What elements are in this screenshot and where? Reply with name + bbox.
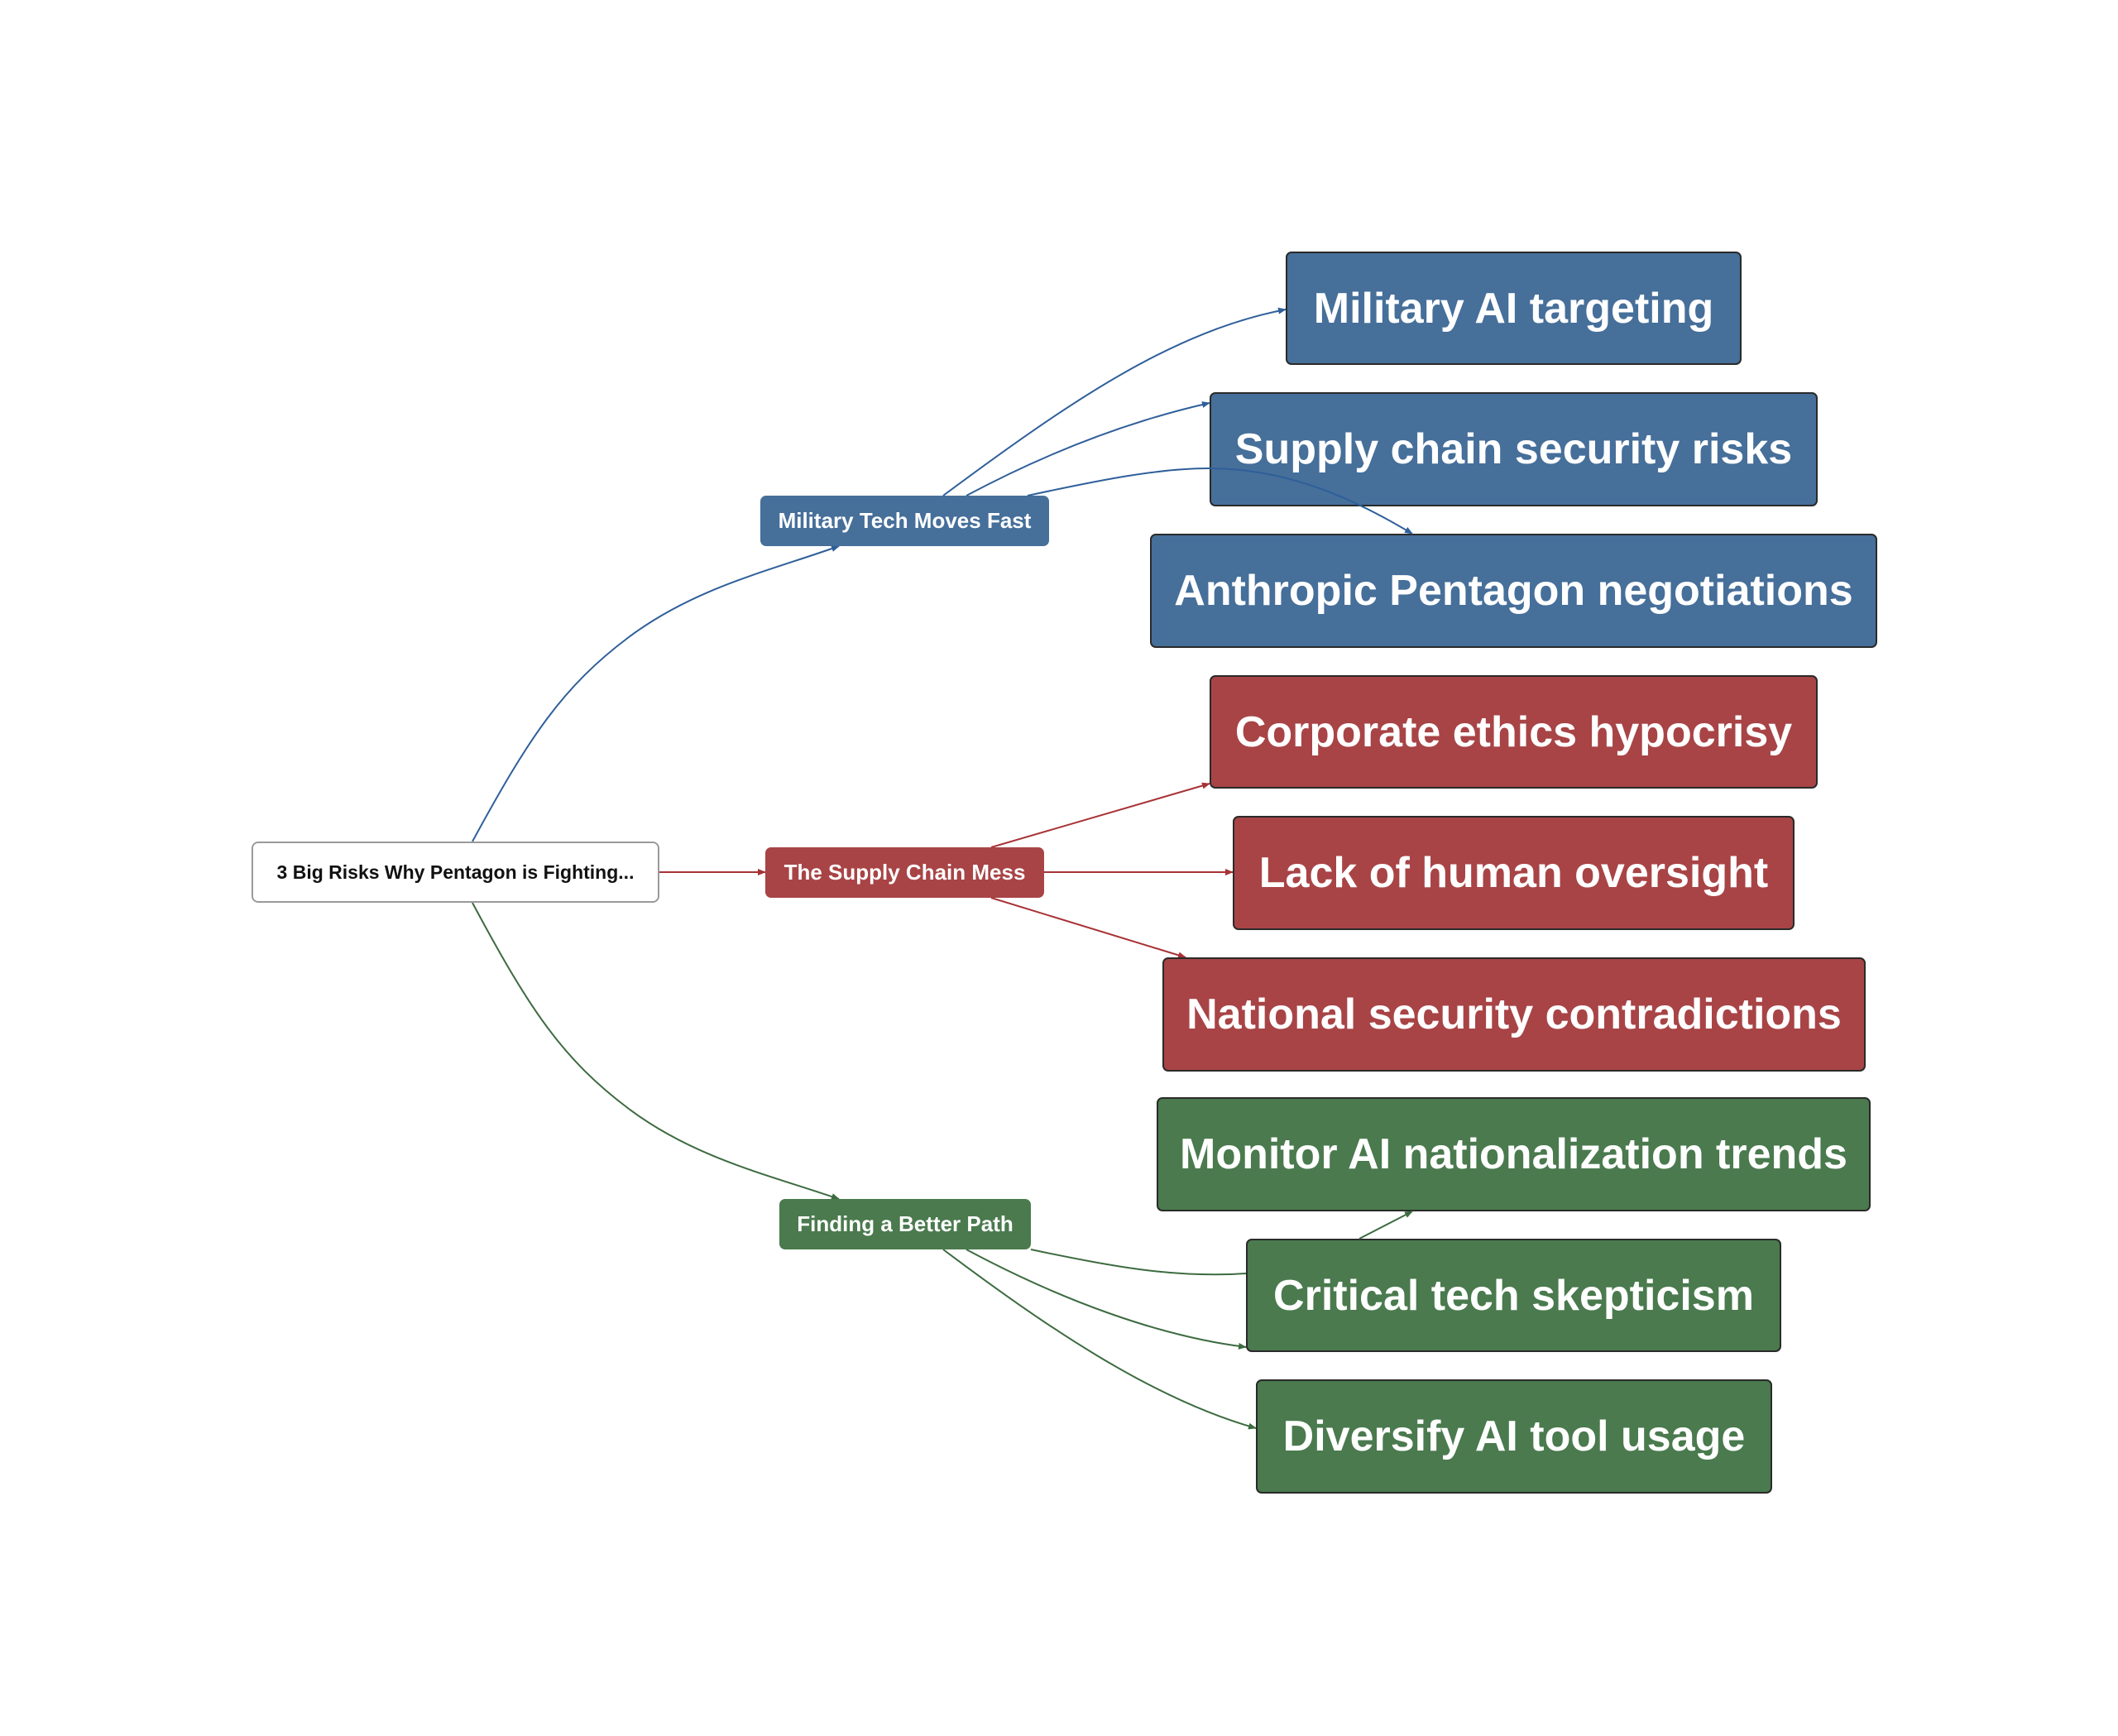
branch-node-label: Military Tech Moves Fast [778,508,1032,533]
edge-supply-to-ethics [990,782,1210,848]
leaf-node-label: Anthropic Pentagon negotiations [1174,567,1853,615]
edge-military-to-ai-targeting [942,307,1287,496]
edge-path-to-diversify [942,1249,1257,1430]
edge-path-to-nationalization-start [1030,1249,1247,1276]
branch-node-label: Finding a Better Path [797,1211,1013,1236]
branch-node-better-path[interactable]: Finding a Better Path [779,1199,1031,1249]
edge-path-to-skepticism [966,1249,1247,1350]
edge-military-to-supply-risks [966,401,1210,496]
leaf-node-human-oversight[interactable]: Lack of human oversight [1233,816,1795,930]
leaf-node-label: Critical tech skepticism [1273,1271,1754,1320]
leaf-node-nationalization-trends[interactable]: Monitor AI nationalization trends [1157,1097,1871,1211]
leaf-node-ethics-hypocrisy[interactable]: Corporate ethics hypocrisy [1210,675,1818,789]
edge-supply-to-national-security [990,897,1186,959]
leaf-node-label: Military AI targeting [1313,284,1714,333]
leaf-node-label: Monitor AI nationalization trends [1180,1130,1847,1178]
leaf-node-label: Diversify AI tool usage [1282,1412,1746,1460]
branch-node-label: The Supply Chain Mess [783,860,1026,885]
edge-root-to-military-tech [472,545,840,842]
leaf-node-anthropic-negotiations[interactable]: Anthropic Pentagon negotiations [1150,534,1877,648]
leaf-node-tech-skepticism[interactable]: Critical tech skepticism [1246,1239,1781,1352]
branch-node-military-tech[interactable]: Military Tech Moves Fast [760,496,1049,546]
leaf-node-ai-targeting[interactable]: Military AI targeting [1286,252,1742,365]
leaf-node-label: Supply chain security risks [1234,425,1793,473]
branch-node-supply-chain[interactable]: The Supply Chain Mess [765,847,1044,898]
leaf-node-national-security[interactable]: National security contradictions [1162,957,1866,1072]
leaf-node-label: Lack of human oversight [1258,849,1769,897]
root-node[interactable]: 3 Big Risks Why Pentagon is Fighting... [252,842,659,903]
leaf-node-supply-risks[interactable]: Supply chain security risks [1210,392,1818,506]
leaf-node-label: National security contradictions [1186,990,1842,1038]
root-node-label: 3 Big Risks Why Pentagon is Fighting... [276,861,635,883]
leaf-node-diversify-tools[interactable]: Diversify AI tool usage [1256,1379,1772,1494]
edge-root-to-better-path [472,902,840,1200]
leaf-node-label: Corporate ethics hypocrisy [1234,707,1793,756]
